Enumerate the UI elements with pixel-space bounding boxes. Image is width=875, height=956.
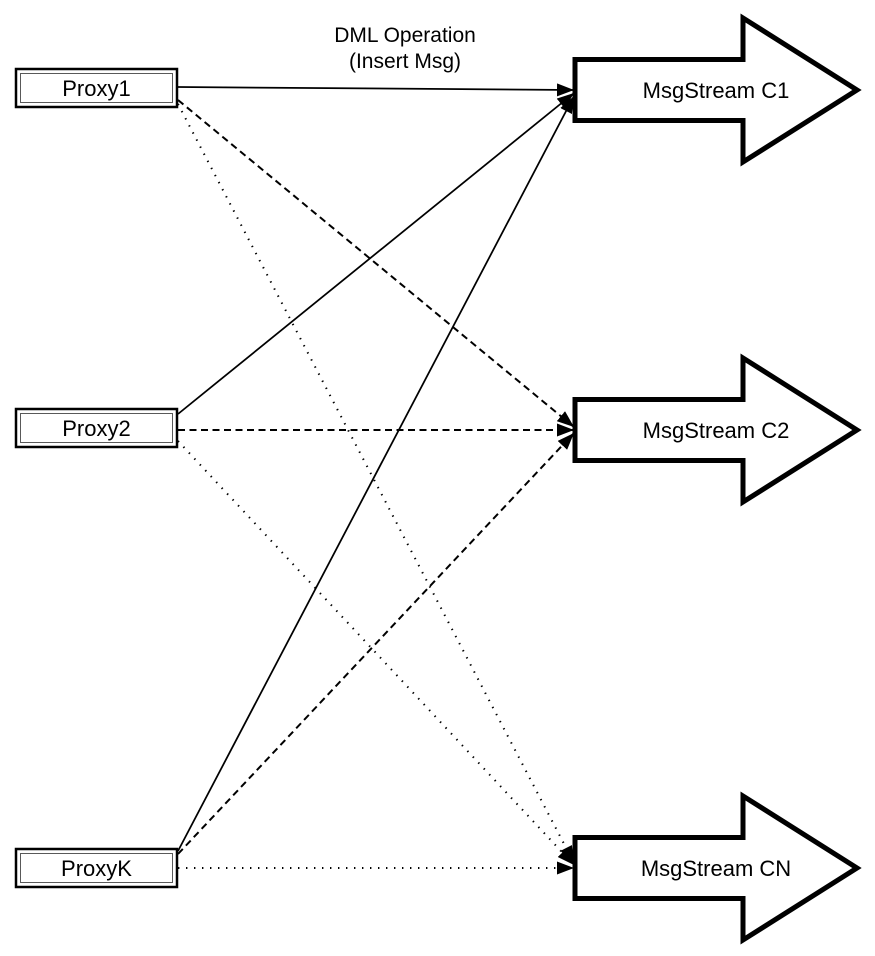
annotation-line2: (Insert Msg) <box>349 50 461 73</box>
stream-cn-node: MsgStream CN <box>572 791 862 945</box>
proxy1-label: Proxy1 <box>62 76 130 101</box>
annotation-line1: DML Operation <box>334 24 476 47</box>
stream-c2-arrow <box>572 353 862 507</box>
proxy2-node: Proxy2 <box>14 407 179 449</box>
proxyk-label: ProxyK <box>61 856 132 881</box>
proxy1-box-inner <box>20 73 173 103</box>
edge-proxy2-c1-solid <box>177 92 575 415</box>
proxyk-box <box>14 847 179 889</box>
stream-c1-label: MsgStream C1 <box>643 78 790 103</box>
stream-cn-arrow <box>572 791 862 945</box>
proxy1-box <box>14 67 179 109</box>
proxy2-box-inner <box>20 413 173 443</box>
edge-proxy1-cn-dotted <box>177 103 575 864</box>
proxy2-label: Proxy2 <box>62 416 130 441</box>
proxy2-box <box>14 407 179 449</box>
stream-cn-label: MsgStream CN <box>641 856 791 881</box>
edge-proxyk-c2-dashed <box>177 432 575 855</box>
proxy1-node: Proxy1 <box>14 67 179 109</box>
proxyk-box-inner <box>20 853 173 883</box>
stream-c1-arrow <box>572 13 862 167</box>
stream-c2-label: MsgStream C2 <box>643 418 790 443</box>
edge-proxy1-c2-dashed <box>177 99 575 428</box>
stream-c1-node: MsgStream C1 <box>572 13 862 167</box>
proxyk-node: ProxyK <box>14 847 179 889</box>
edge-proxy2-cn-dotted <box>177 440 575 866</box>
edge-proxy1-c1-solid <box>177 83 575 97</box>
stream-c2-node: MsgStream C2 <box>572 353 862 507</box>
edge-proxyk-c1-solid <box>177 95 575 852</box>
